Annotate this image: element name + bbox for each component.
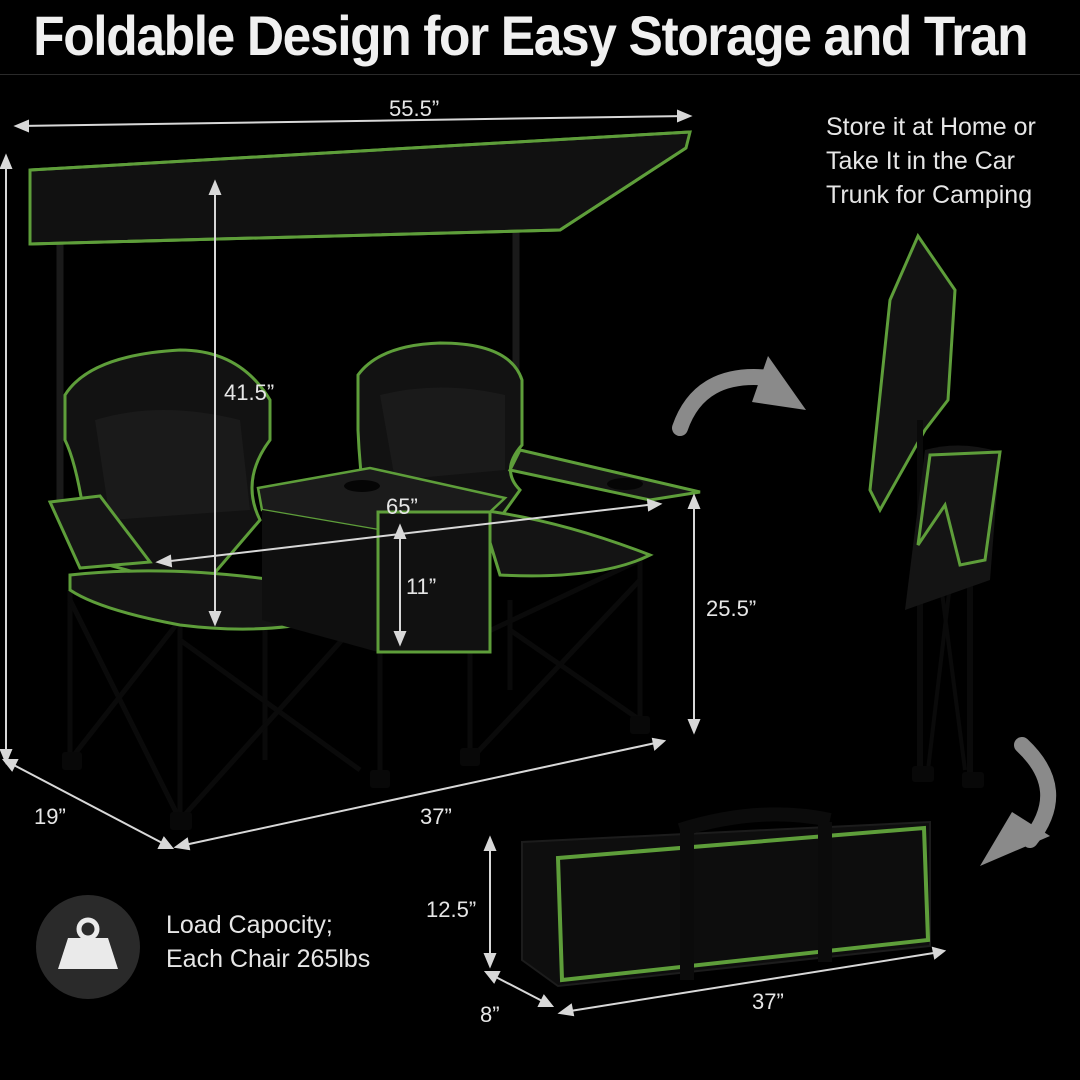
dimension-lines — [0, 109, 947, 1017]
curved-arrow-icon — [672, 356, 806, 436]
dim-total-width: 65” — [386, 494, 418, 519]
dim-canopy-width: 55.5” — [389, 96, 440, 121]
load-line1: Load Capocity; — [166, 911, 333, 939]
load-capacity-text: Load Capocity; Each Chair 265lbs — [166, 908, 370, 976]
dim-depth: 19” — [34, 804, 66, 829]
dim-canopy-height: 41.5” — [224, 380, 275, 405]
carry-bag — [521, 807, 931, 988]
title-divider — [0, 74, 1080, 75]
storage-note: Store it at Home or Take It in the Car T… — [826, 110, 1036, 212]
dim-bag-depth: 8” — [480, 1002, 500, 1027]
dim-seat-height: 25.5” — [706, 596, 757, 621]
load-badge — [36, 895, 140, 999]
double-chair-with-canopy — [28, 130, 701, 830]
dim-bag-height: 12.5” — [426, 897, 477, 922]
folded-chair — [868, 232, 1002, 788]
dim-table-height: 11” — [406, 574, 437, 599]
weight-icon — [58, 917, 118, 969]
storage-note-line1: Store it at Home or — [826, 113, 1036, 141]
curved-arrow-icon — [980, 737, 1057, 866]
storage-note-line2: Take It in the Car — [826, 147, 1015, 175]
dim-base-width: 37” — [420, 804, 452, 829]
dim-bag-length: 37” — [752, 989, 784, 1014]
page-title: Foldable Design for Easy Storage and Tra… — [33, 4, 1027, 67]
load-line2: Each Chair 265lbs — [166, 945, 371, 973]
storage-note-line3: Trunk for Camping — [826, 181, 1033, 209]
